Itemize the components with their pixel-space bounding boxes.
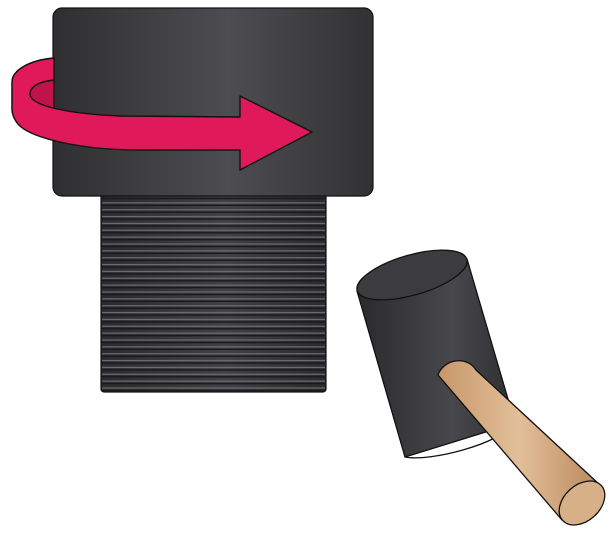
curved-arrow-right-icon — [11, 57, 313, 171]
threaded-body — [100, 187, 327, 393]
thread-grooves — [102, 195, 325, 392]
cap — [52, 7, 374, 197]
mallet-handle — [437, 360, 606, 526]
